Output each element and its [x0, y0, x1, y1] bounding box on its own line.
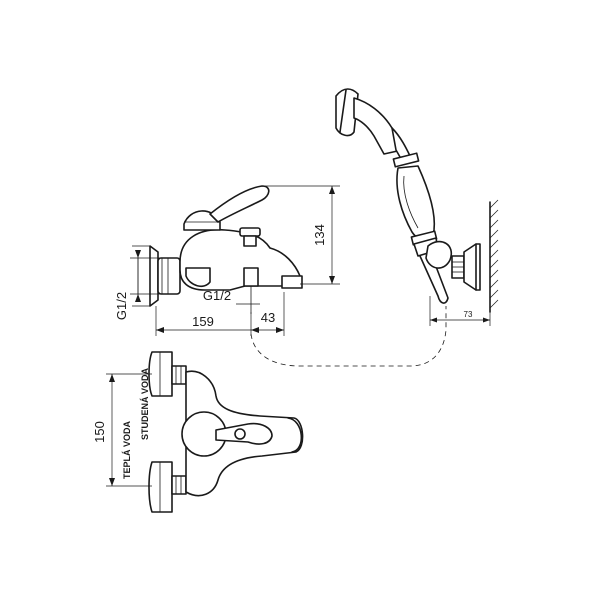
dim-159-text: 159: [192, 314, 214, 329]
side-view-mixer: [149, 185, 303, 314]
hand-shower: [335, 88, 481, 304]
dimension-150: 150: [92, 373, 152, 487]
hose-dashed-line: [250, 306, 447, 367]
dimension-159-43: 159 43: [155, 292, 285, 336]
front-view-mixer: [148, 351, 304, 513]
dim-g12-bottom-text: G1/2: [203, 288, 231, 303]
dim-g12-left-text: G1/2: [114, 292, 129, 320]
dim-134-text: 134: [312, 224, 327, 246]
dimension-134: 134: [262, 185, 340, 285]
dim-150-text: 150: [92, 421, 107, 443]
dim-43-text: 43: [261, 310, 275, 325]
dimension-g12-horizontal: G1/2: [203, 288, 260, 305]
warm-water-label: TEPLÁ VODA: [122, 421, 132, 480]
cold-water-label: STUDENÁ VODA: [140, 368, 150, 441]
dimension-73: 73: [429, 296, 491, 326]
wall-hatching: [489, 199, 499, 313]
dim-73-text: 73: [464, 310, 473, 319]
dimension-g12-vertical: G1/2: [114, 245, 160, 320]
